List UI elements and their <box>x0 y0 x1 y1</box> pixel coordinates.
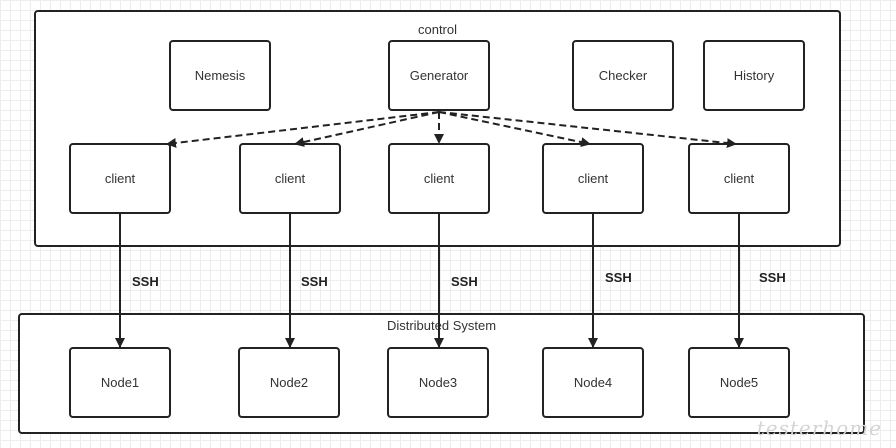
node-label: Node4 <box>573 375 613 390</box>
nemesis-box[interactable]: Nemesis <box>169 40 271 111</box>
node-label: Node3 <box>418 375 458 390</box>
node-label: Node1 <box>100 375 140 390</box>
client-label: client <box>274 171 306 186</box>
watermark: testerhome <box>756 416 882 440</box>
client-box-4[interactable]: client <box>542 143 644 214</box>
ssh-label-5: SSH <box>759 270 786 285</box>
history-box[interactable]: History <box>703 40 805 111</box>
ssh-label-4: SSH <box>605 270 632 285</box>
client-label: client <box>577 171 609 186</box>
client-box-2[interactable]: client <box>239 143 341 214</box>
client-box-3[interactable]: client <box>388 143 490 214</box>
generator-label: Generator <box>409 68 469 83</box>
node-box-2[interactable]: Node2 <box>238 347 340 418</box>
node-label: Node5 <box>719 375 759 390</box>
client-box-1[interactable]: client <box>69 143 171 214</box>
client-label: client <box>723 171 755 186</box>
client-box-5[interactable]: client <box>688 143 790 214</box>
history-label: History <box>733 68 775 83</box>
checker-box[interactable]: Checker <box>572 40 674 111</box>
client-label: client <box>423 171 455 186</box>
client-label: client <box>104 171 136 186</box>
distributed-system-title: Distributed System <box>386 318 497 333</box>
checker-label: Checker <box>598 68 648 83</box>
ssh-label-1: SSH <box>132 274 159 289</box>
node-box-3[interactable]: Node3 <box>387 347 489 418</box>
ssh-label-2: SSH <box>301 274 328 289</box>
nemesis-label: Nemesis <box>194 68 246 83</box>
node-box-1[interactable]: Node1 <box>69 347 171 418</box>
node-label: Node2 <box>269 375 309 390</box>
generator-box[interactable]: Generator <box>388 40 490 111</box>
control-title: control <box>417 22 458 37</box>
node-box-4[interactable]: Node4 <box>542 347 644 418</box>
node-box-5[interactable]: Node5 <box>688 347 790 418</box>
ssh-label-3: SSH <box>451 274 478 289</box>
